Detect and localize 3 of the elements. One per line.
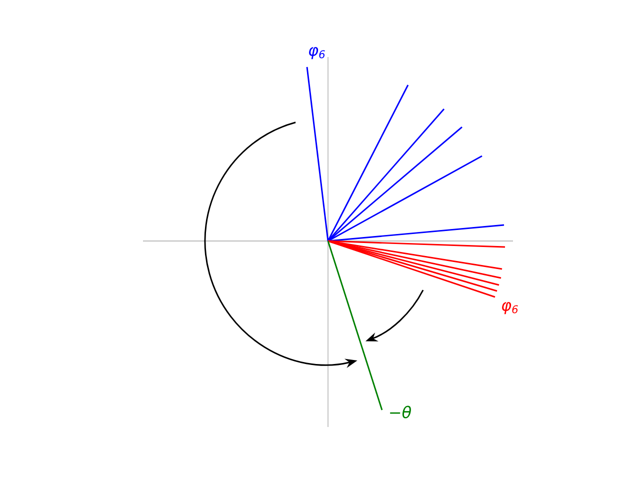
angle-label: φ$_{6}$ [309,46,325,60]
angle-label: φ$_{6}$ [502,302,518,314]
angle-label: −θ [390,406,411,418]
